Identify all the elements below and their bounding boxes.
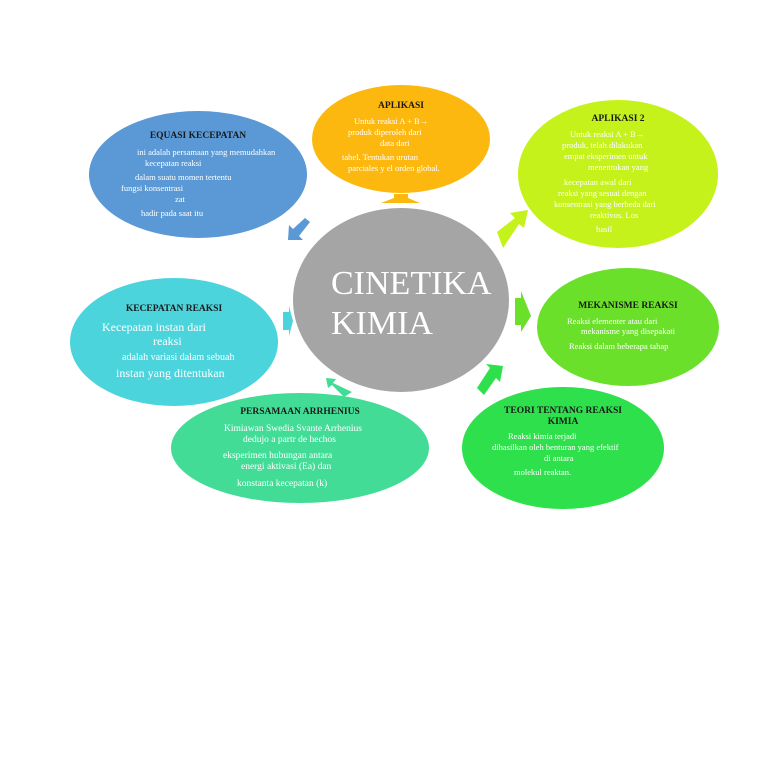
arrow-arrhenius bbox=[326, 378, 352, 397]
node-equasi-title: EQUASI KECEPATAN bbox=[149, 131, 247, 141]
node-equasi-line: dalam suatu momen tertentu bbox=[135, 172, 232, 182]
node-aplikasi2-line: produk, telah dilakukan bbox=[562, 140, 643, 150]
node-kecepatan-line: adalah variasi dalam sebuah bbox=[122, 352, 235, 363]
node-aplikasi-line: Untuk reaksi A + B→ bbox=[354, 116, 429, 126]
node-arrhenius-title: PERSAMAAN ARRHENIUS bbox=[240, 407, 360, 417]
node-teori-title-line1: TEORI TENTANG REAKSI bbox=[504, 406, 622, 416]
node-arrhenius-line: Kimiawan Swedia Svante Arrhenius bbox=[224, 424, 362, 434]
node-aplikasi2-line: kecepatan awal dari bbox=[564, 177, 632, 187]
arrow-mekanisme bbox=[515, 291, 531, 332]
arrow-kecepatan bbox=[283, 306, 293, 336]
center-title-line1: CINETIKA bbox=[331, 265, 492, 302]
node-arrhenius-line: konstanta kecepatan (k) bbox=[237, 479, 328, 489]
node-aplikasi2-line: reaktivos. Los bbox=[590, 210, 639, 220]
node-teori-line: dihasilkan oleh benturan yang efektif bbox=[492, 442, 619, 452]
node-aplikasi2-line: hasil bbox=[596, 224, 613, 234]
node-equasi-line: fungsi konsentrasi bbox=[121, 183, 184, 193]
node-aplikasi2: APLIKASI 2 Untuk reaksi A + B→ produk, t… bbox=[518, 100, 718, 248]
node-equasi-line: kecepatan reaksi bbox=[145, 158, 202, 168]
node-aplikasi-line: parciales y el orden global. bbox=[348, 163, 440, 173]
node-mekanisme-line: Reaksi elementer atau dari bbox=[567, 316, 658, 326]
node-aplikasi2-line: menentukan yang bbox=[588, 162, 649, 172]
node-equasi-line: zat bbox=[175, 194, 185, 204]
node-equasi-line: ini adalah persamaan yang memudahkan bbox=[137, 147, 276, 157]
node-aplikasi-title: APLIKASI bbox=[378, 101, 424, 111]
node-aplikasi2-line: reaksi yang sesuai dengan bbox=[558, 188, 647, 198]
node-arrhenius-line: eksperimen hubungan antara bbox=[223, 451, 333, 461]
node-kecepatan-line: reaksi bbox=[153, 334, 182, 348]
node-kecepatan: KECEPATAN REAKSI Kecepatan instan dari r… bbox=[70, 278, 278, 406]
node-teori: TEORI TENTANG REAKSI KIMIA Reaksi kimia … bbox=[462, 387, 664, 509]
node-equasi: EQUASI KECEPATAN ini adalah persamaan ya… bbox=[89, 111, 307, 238]
node-mekanisme-line: Reaksi dalam beberapa tahap bbox=[569, 341, 669, 351]
node-aplikasi-line: produk diperoleh dari bbox=[348, 127, 422, 137]
node-arrhenius-line: energi aktivasi (Ea) dan bbox=[241, 462, 332, 472]
node-aplikasi2-line: Untuk reaksi A + B→ bbox=[570, 129, 645, 139]
node-mekanisme-title: MEKANISME REAKSI bbox=[578, 301, 678, 311]
node-aplikasi2-title: APLIKASI 2 bbox=[591, 114, 645, 124]
node-teori-line: di antara bbox=[544, 453, 574, 463]
node-kecepatan-title: KECEPATAN REAKSI bbox=[125, 304, 223, 314]
node-aplikasi2-line: konsentrasi yang berbeda dari bbox=[554, 199, 656, 209]
node-teori-line: Reaksi kimia terjadi bbox=[508, 431, 577, 441]
arrow-aplikasi2 bbox=[497, 210, 528, 248]
node-teori-title-line2: KIMIA bbox=[547, 417, 579, 427]
node-equasi-line: hadir pada saat itu bbox=[141, 208, 204, 218]
node-kecepatan-line: instan yang ditentukan bbox=[116, 366, 225, 380]
arrow-equasi bbox=[288, 218, 310, 240]
node-aplikasi: APLIKASI Untuk reaksi A + B→ produk dipe… bbox=[312, 85, 490, 193]
node-mekanisme: MEKANISME REAKSI Reaksi elementer atau d… bbox=[537, 268, 719, 386]
arrow-aplikasi bbox=[381, 194, 420, 203]
node-arrhenius: PERSAMAAN ARRHENIUS Kimiawan Swedia Svan… bbox=[171, 393, 429, 503]
center-title-line2: KIMIA bbox=[331, 305, 433, 342]
node-aplikasi2-line: empat eksperimen untuk bbox=[564, 151, 648, 161]
node-aplikasi-line: tabel. Tentukan urutan bbox=[342, 152, 418, 162]
center-node: CINETIKA KIMIA bbox=[293, 208, 509, 392]
node-mekanisme-line: mekanisme yang disepakati bbox=[581, 326, 675, 336]
node-arrhenius-line: dedujo a partr de hechos bbox=[243, 435, 336, 445]
node-aplikasi-line: data dari bbox=[380, 138, 410, 148]
arrow-teori bbox=[477, 364, 503, 395]
node-kecepatan-line: Kecepatan instan dari bbox=[102, 320, 206, 334]
node-teori-line: molekul reaktan. bbox=[514, 467, 572, 477]
